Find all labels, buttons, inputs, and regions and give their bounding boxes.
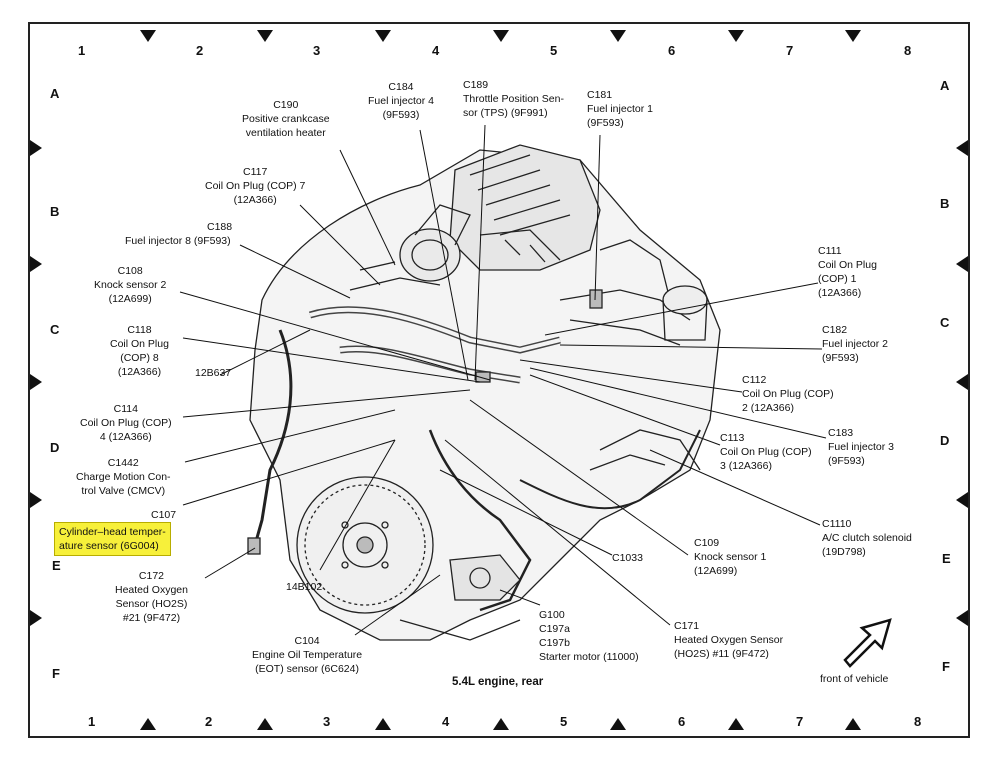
- front-of-vehicle-label: front of vehicle: [820, 673, 889, 685]
- grid-row-b-right: B: [940, 196, 950, 211]
- grid-row-c-left: C: [50, 322, 60, 337]
- grid-row-f-left: F: [52, 666, 60, 681]
- grid-row-c-right: C: [940, 315, 950, 330]
- grid-col-5-bottom: 5: [560, 714, 568, 729]
- grid-row-d-left: D: [50, 440, 60, 455]
- grid-col-4-bottom: 4: [442, 714, 450, 729]
- grid-row-e-left: E: [52, 558, 61, 573]
- grid-col-2-top: 2: [196, 43, 204, 58]
- callout-12b637: 12B637: [195, 367, 232, 379]
- grid-col-8-bottom: 8: [914, 714, 922, 729]
- grid-row-e-right: E: [942, 551, 951, 566]
- callout-c107-highlight: Cylinder–head temper-ature sensor (6G004…: [54, 522, 171, 556]
- grid-col-8-top: 8: [904, 43, 912, 58]
- grid-col-1-top: 1: [78, 43, 86, 58]
- grid-col-4-top: 4: [432, 43, 440, 58]
- grid-markers: [30, 30, 968, 730]
- leader-lines: [179, 124, 827, 636]
- grid-col-1-bottom: 1: [88, 714, 96, 729]
- grid-col-6-top: 6: [668, 43, 676, 58]
- grid-col-3-bottom: 3: [323, 714, 331, 729]
- grid-col-2-bottom: 2: [205, 714, 213, 729]
- grid-col-3-top: 3: [313, 43, 321, 58]
- grid-col-7-top: 7: [786, 43, 794, 58]
- grid-row-b-left: B: [50, 204, 60, 219]
- grid-row-a-left: A: [50, 86, 60, 101]
- callout-14b102: 14B102: [286, 581, 323, 593]
- callout-c107: C107: [151, 509, 177, 521]
- callout-c1033: C1033: [612, 552, 643, 564]
- grid-col-7-bottom: 7: [796, 714, 804, 729]
- grid-row-a-right: A: [940, 78, 950, 93]
- engine-body: [247, 144, 721, 641]
- diagram-title: 5.4L engine, rear: [452, 676, 544, 688]
- grid-row-f-right: F: [942, 659, 950, 674]
- grid-col-6-bottom: 6: [678, 714, 686, 729]
- front-arrow-icon: [843, 618, 892, 668]
- grid-col-5-top: 5: [550, 43, 558, 58]
- grid-row-d-right: D: [940, 433, 950, 448]
